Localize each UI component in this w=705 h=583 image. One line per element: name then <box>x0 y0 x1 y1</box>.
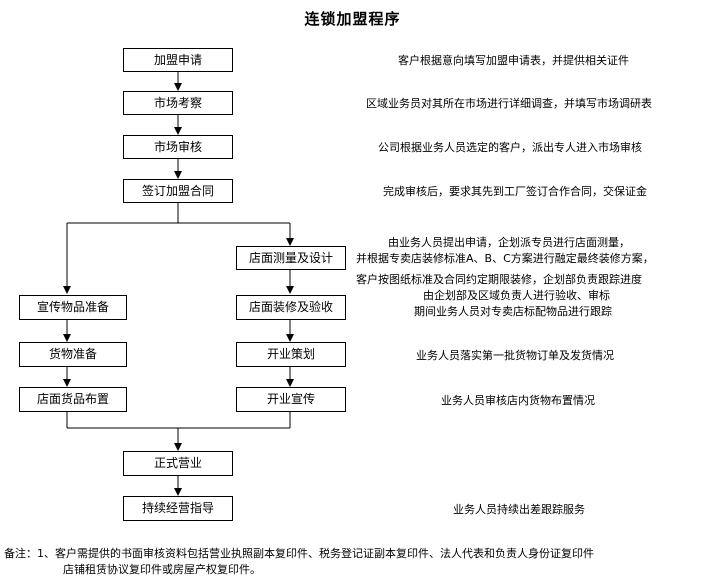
footnote-line1: 备注：1、客户需提供的书面审核资料包括营业执照副本复印件、税务登记证副本复印件、… <box>4 547 594 560</box>
step-store-decoration: 店面装修及验收 <box>236 295 346 320</box>
step-ongoing-guidance: 持续经营指导 <box>123 496 233 521</box>
page-title: 连锁加盟程序 <box>304 10 401 28</box>
step-apply: 加盟申请 <box>123 48 233 72</box>
step-goods-layout: 店面货品布置 <box>19 387 127 412</box>
footnote: 备注：1、客户需提供的书面审核资料包括营业执照副本复印件、税务登记证副本复印件、… <box>4 546 594 578</box>
desc-apply: 客户根据意向填写加盟申请表，并提供相关证件 <box>398 54 629 67</box>
step-sign-contract: 签订加盟合同 <box>123 179 233 203</box>
desc-decoration-line1: 客户按图纸标准及合同约定期限装修，企划部负责跟踪进度 <box>356 273 642 286</box>
step-opening-plan: 开业策划 <box>236 342 346 367</box>
desc-market-survey: 区域业务员对其所在市场进行详细调查，并填写市场调研表 <box>366 97 652 110</box>
desc-ongoing-guidance: 业务人员持续出差跟踪服务 <box>453 503 585 516</box>
step-market-review: 市场审核 <box>123 135 233 159</box>
step-market-survey: 市场考察 <box>123 91 233 115</box>
desc-market-review: 公司根据业务人员选定的客户，派出专人进入市场审核 <box>378 141 642 154</box>
desc-opening-promo: 业务人员审核店内货物布置情况 <box>441 394 595 407</box>
desc-store-design-line1: 由业务人员提出申请，企划派专员进行店面测量， <box>388 236 630 249</box>
desc-sign-contract: 完成审核后，要求其先到工厂签订合作合同，交保证金 <box>383 185 647 198</box>
step-opening-promo: 开业宣传 <box>236 387 346 412</box>
step-official-open: 正式营业 <box>123 451 233 476</box>
desc-opening-plan: 业务人员落实第一批货物订单及发货情况 <box>416 349 614 362</box>
desc-decoration-line2: 由企划部及区域负责人进行验收、审标 <box>423 289 610 302</box>
step-promo-prep: 宣传物品准备 <box>19 295 127 320</box>
desc-decoration-line3: 期间业务人员对专卖店标配物品进行跟踪 <box>414 305 612 318</box>
step-goods-prep: 货物准备 <box>19 342 127 367</box>
footnote-line2: 店铺租赁协议复印件或房屋产权复印件。 <box>63 563 261 576</box>
step-store-design: 店面测量及设计 <box>236 246 346 270</box>
desc-store-design-line2: 并根据专卖店装修标准A、B、C方案进行融定最终装修方案， <box>356 252 654 265</box>
